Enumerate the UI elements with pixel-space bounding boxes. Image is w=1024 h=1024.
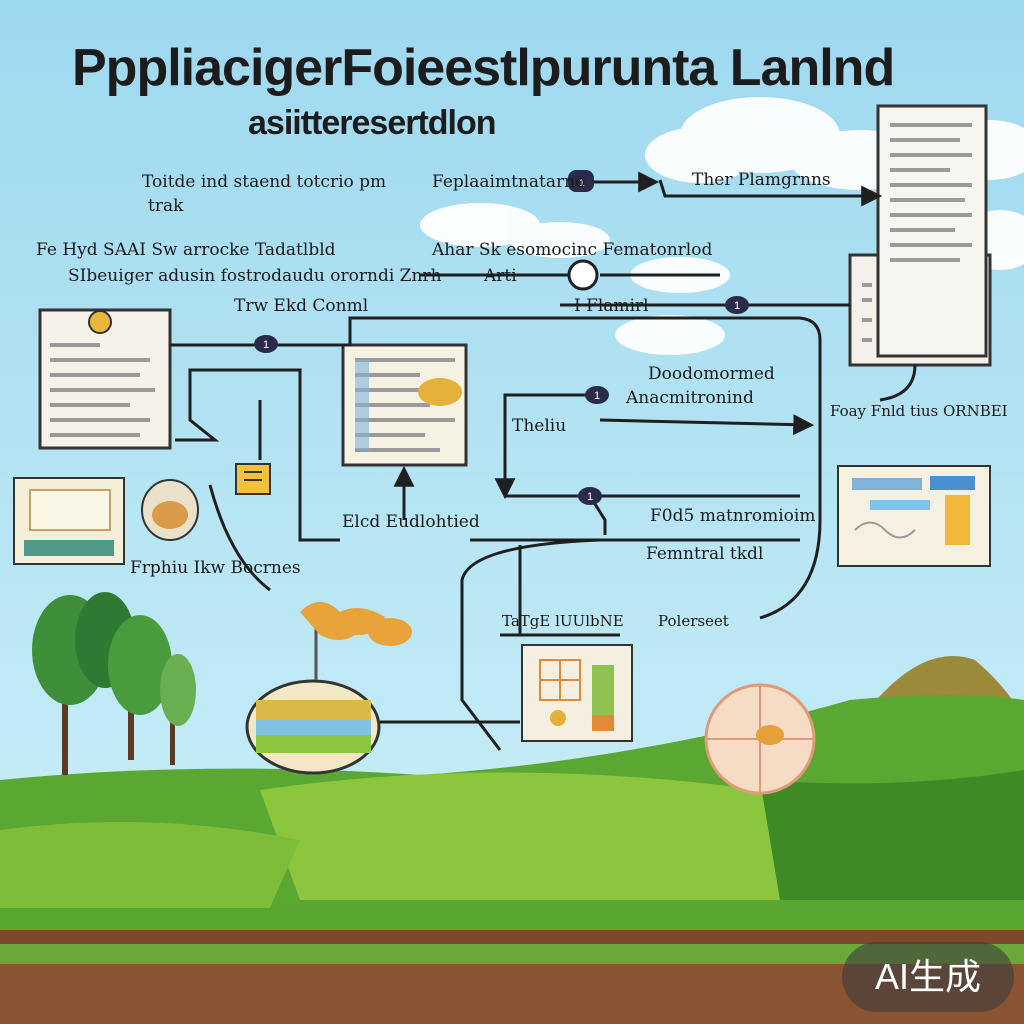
node-marker: 1 [585, 386, 609, 404]
label-row4-left: Trw Ekd Conml [234, 296, 369, 316]
label-center-lower: Elcd Eudlohtied [342, 512, 480, 532]
trees [32, 592, 196, 775]
panel-right-middle [837, 465, 991, 567]
node-number: 1 [594, 390, 600, 402]
diagram-title: PppliacigerFoieestlpurunta Lanlnd [72, 39, 895, 97]
panel-bottom-center [521, 644, 633, 742]
document-large-right [848, 104, 992, 367]
sign-small [235, 463, 271, 495]
node-number: 1 [263, 339, 269, 351]
label-row2-left: Fe Hyd SAAI Sw arrocke Tadatlbld [36, 240, 336, 260]
node-number: 1 [587, 491, 593, 503]
label-right-lower-1: F0d5 matnromioim [650, 506, 816, 526]
label-top-right: Ther Plamgrnns [692, 170, 831, 190]
label-middle-1: Doodomormed [648, 364, 775, 384]
connectors [170, 171, 917, 751]
label-top-left: Toitde ind staend totcrio pm [142, 172, 387, 192]
label-top-left-2: trak [148, 196, 184, 216]
node-marker: 1 [572, 174, 592, 190]
label-row2-right: Ahar Sk esomocinc Fematonrlod [432, 240, 713, 260]
label-row3-left: SIbeuiger adusin fostrodaudu ororndi Znr… [68, 266, 442, 286]
label-right-middle: Foay Fnld tius ORNBEI [830, 402, 1008, 420]
node-marker: 1 [578, 487, 602, 505]
panel-oval-landscape [245, 602, 412, 775]
label-right-lower-2: Femntral tkdl [646, 544, 764, 564]
landscape [0, 656, 1024, 1024]
document-left [38, 308, 172, 450]
label-row4-center: I Flamirl [574, 296, 649, 316]
label-bottom-2: Polerseet [658, 612, 729, 630]
node-marker: 1 [725, 296, 749, 314]
document-center [341, 343, 468, 467]
label-middle-2: Anacmitronind [626, 388, 754, 408]
label-left-lower: Frphiu Ikw Bocrnes [130, 558, 301, 578]
node-markers: 1 1 1 1 1 [254, 174, 749, 505]
label-row3-center: Arti [484, 266, 517, 286]
panel-circle-right [704, 683, 816, 795]
node-number: 1 [734, 300, 740, 312]
node-number: 1 [579, 178, 585, 189]
ai-generated-badge: AI生成 [842, 942, 1014, 1012]
label-top-center: Feplaaimtnatarno [432, 172, 586, 192]
diagram-subtitle: asiitteresertdlon [248, 104, 497, 142]
node-marker: 1 [254, 335, 278, 353]
panel-left-lower [13, 477, 199, 565]
label-bottom-1: TaTgE lUUlbNE [502, 612, 624, 630]
label-middle-3: Theliu [512, 416, 567, 436]
